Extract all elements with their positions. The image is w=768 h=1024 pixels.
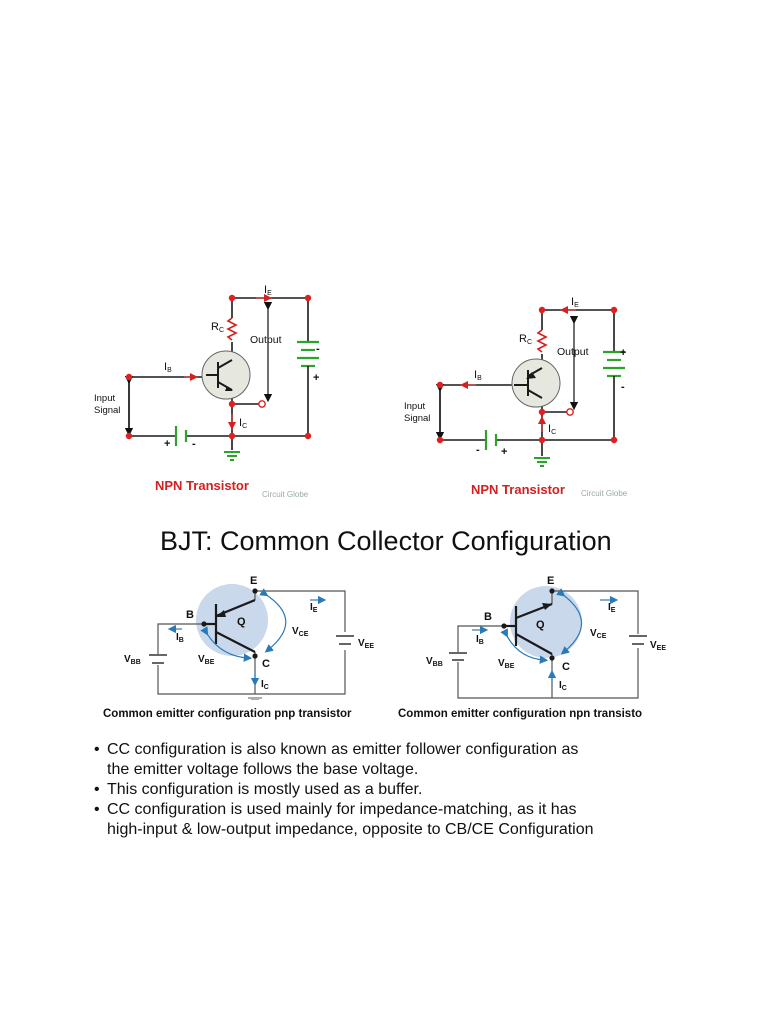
svg-text:IB: IB [476, 634, 484, 646]
bullet-line: the emitter voltage follows the base vol… [107, 761, 419, 778]
svg-text:IC: IC [239, 417, 247, 430]
vbb-battery [149, 654, 167, 664]
bullet-line: CC configuration is used mainly for impe… [107, 801, 577, 818]
svg-text:VBE: VBE [198, 654, 215, 666]
svg-text:Q: Q [536, 619, 545, 631]
svg-text:IC: IC [261, 679, 269, 691]
svg-text:Output: Output [557, 346, 589, 358]
top-left-circuit: IE RC Output IB Input Signal IC - + + - [94, 284, 320, 461]
slide-title: BJT: Common Collector Configuration [160, 526, 612, 556]
svg-text:Output: Output [250, 334, 282, 346]
svg-text:IB: IB [474, 369, 482, 382]
transistor-body [511, 358, 561, 408]
svg-text:-: - [316, 343, 320, 355]
top-left-watermark: Circuit Globe [262, 490, 309, 499]
svg-text:+: + [313, 372, 319, 384]
vee-battery [336, 635, 354, 645]
ground-symbol [224, 451, 240, 461]
pnp-cc-diagram: E B Q C IE IB VCE VBE VBB VEE IC [124, 575, 374, 700]
svg-text:Signal: Signal [404, 413, 430, 424]
bullet-line: This configuration is mostly used as a b… [107, 781, 423, 798]
svg-text:VCE: VCE [292, 626, 309, 638]
svg-text:-: - [192, 438, 196, 450]
svg-text:B: B [186, 609, 194, 621]
svg-text:-: - [476, 444, 480, 456]
svg-text:IB: IB [176, 632, 184, 644]
bullet-item: CC configuration is used mainly for impe… [94, 800, 684, 840]
svg-text:VBB: VBB [426, 656, 443, 668]
bullet-item: CC configuration is also known as emitte… [94, 740, 684, 780]
bias-battery [174, 426, 188, 446]
svg-text:B: B [484, 611, 492, 623]
npn-cc-diagram: E B Q C IE IB VCE VBE VBB VEE IC [426, 575, 666, 699]
svg-text:VEE: VEE [358, 638, 374, 650]
svg-text:IE: IE [608, 602, 616, 614]
svg-text:VBB: VBB [124, 654, 141, 666]
bullet-line: CC configuration is also known as emitte… [107, 741, 579, 758]
svg-text:VBE: VBE [498, 658, 515, 670]
svg-text:Signal: Signal [94, 405, 120, 416]
top-left-caption: NPN Transistor [155, 478, 249, 493]
svg-text:E: E [250, 575, 257, 587]
svg-text:-: - [621, 381, 625, 393]
svg-text:E: E [547, 575, 554, 587]
transistor-body [201, 350, 251, 400]
top-right-watermark: Circuit Globe [581, 489, 628, 498]
svg-text:IB: IB [164, 361, 172, 374]
bullet-item: This configuration is mostly used as a b… [94, 780, 684, 800]
svg-text:IE: IE [310, 602, 318, 614]
npn-caption: Common emitter configuration npn transis… [398, 708, 643, 720]
collector-resistor [536, 329, 548, 353]
svg-text:Q: Q [237, 616, 246, 628]
svg-text:+: + [164, 438, 170, 450]
vbb-battery [449, 652, 467, 661]
top-right-circuit: IE RC Output IB Input Signal IC + - - + [404, 296, 626, 467]
svg-text:IE: IE [264, 284, 272, 297]
svg-text:IE: IE [571, 296, 579, 309]
bullet-list: CC configuration is also known as emitte… [94, 740, 684, 840]
svg-text:+: + [620, 347, 626, 359]
svg-text:VEE: VEE [650, 640, 666, 652]
svg-text:C: C [262, 658, 270, 670]
svg-text:+: + [501, 446, 507, 458]
svg-text:VCE: VCE [590, 628, 607, 640]
svg-text:Input: Input [404, 401, 425, 412]
svg-text:IC: IC [548, 423, 556, 436]
collector-resistor [226, 317, 238, 341]
svg-text:C: C [562, 661, 570, 673]
svg-text:Input: Input [94, 393, 115, 404]
pnp-caption: Common emitter configuration pnp transis… [103, 708, 352, 720]
bullet-line: high-input & low-output impedance, oppos… [107, 821, 594, 838]
ground-symbol [534, 457, 550, 467]
vee-battery [629, 635, 647, 645]
svg-text:IC: IC [559, 680, 567, 692]
svg-text:RC: RC [519, 333, 532, 346]
bias-battery [484, 430, 498, 450]
top-right-caption: NPN Transistor [471, 482, 565, 497]
svg-text:RC: RC [211, 321, 224, 334]
